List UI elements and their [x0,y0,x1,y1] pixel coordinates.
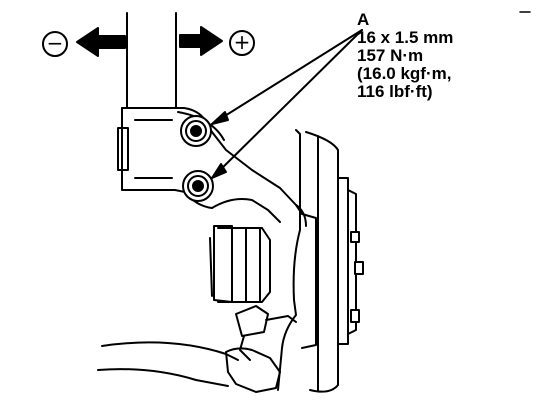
plus-sign-icon: + [229,30,255,56]
lower-control-arm [97,305,297,393]
callout-leader-lines [211,29,363,179]
brake-disc [305,131,364,393]
bushing [209,225,271,303]
lower-bolt [182,170,214,202]
bolt-size-label: 16 x 1.5 mm [357,28,454,47]
torque-nm-label: 157 N·m [357,46,424,65]
torque-callout: A 16 x 1.5 mm 157 N·m (16.0 kgf·m, 116 l… [357,11,453,101]
strut-tube [126,12,177,109]
upper-bolt [180,115,212,147]
torque-kgf-label: (16.0 kgf·m, [357,64,452,83]
torque-lbf-label: 116 lbf·ft) [357,82,433,101]
positive-direction-arrow [179,26,223,56]
minus-sign-icon: − [42,31,68,57]
callout-letter: A [357,10,370,29]
negative-direction-arrow [76,27,126,57]
steering-knuckle [277,129,317,391]
